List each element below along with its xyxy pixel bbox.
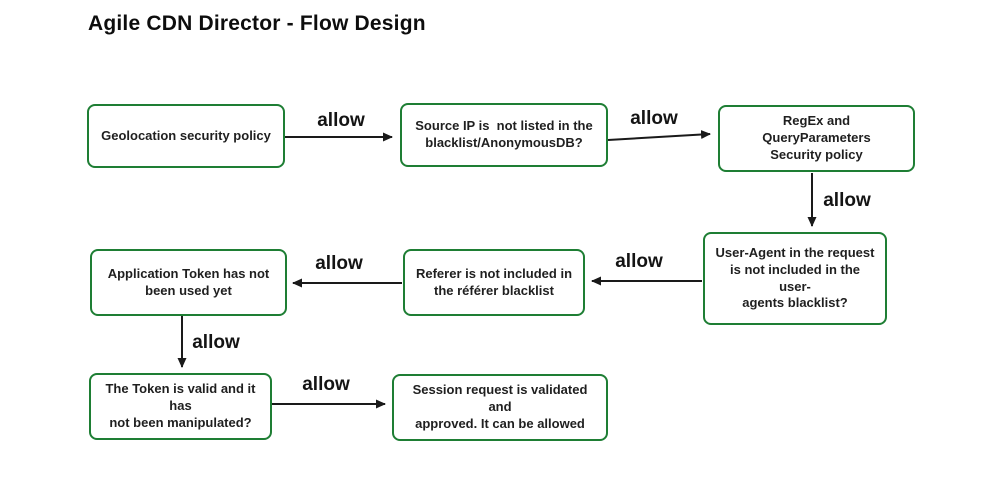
node-token-valid-check: The Token is valid and it has not been m… [89, 373, 272, 440]
node-regex-queryparams-policy: RegEx and QueryParameters Security polic… [718, 105, 915, 172]
node-referer-check: Referer is not included in the référer b… [403, 249, 585, 316]
edge-label-allow-2: allow [630, 108, 678, 129]
node-source-ip-check: Source IP is not listed in the blacklist… [400, 103, 608, 167]
node-user-agent-check: User-Agent in the request is not include… [703, 232, 887, 325]
node-app-token-check: Application Token has not been used yet [90, 249, 287, 316]
page-title: Agile CDN Director - Flow Design [88, 12, 426, 35]
node-session-approved: Session request is validated and approve… [392, 374, 608, 441]
arrow-sourceip-to-regex [607, 130, 711, 141]
edge-label-allow-3: allow [823, 190, 871, 211]
node-geolocation-policy: Geolocation security policy [87, 104, 285, 168]
edge-label-allow-6: allow [192, 332, 240, 353]
edge-label-allow-5: allow [315, 253, 363, 274]
edge-label-allow-7: allow [302, 374, 350, 395]
edge-label-allow-1: allow [317, 110, 365, 131]
edge-label-allow-4: allow [615, 251, 663, 272]
